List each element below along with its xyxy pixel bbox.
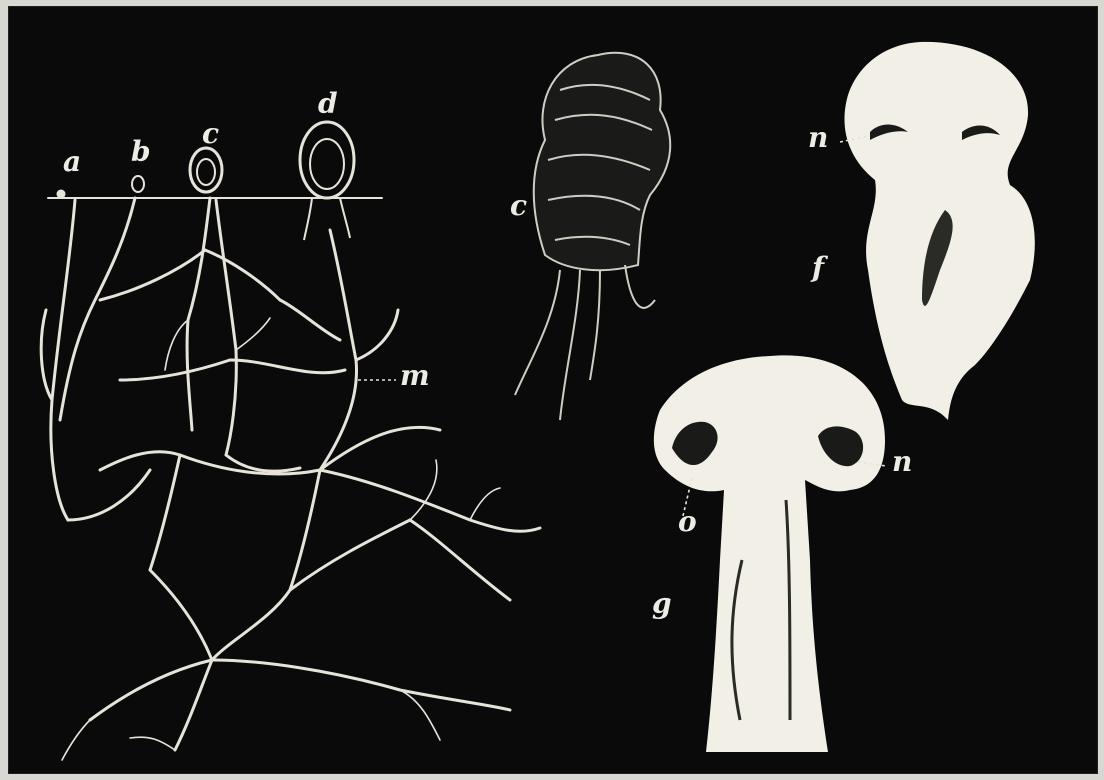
label-c-small: c (202, 120, 219, 148)
label-a: a (63, 148, 81, 176)
label-f: f (812, 254, 824, 282)
mushroom-f (844, 42, 1034, 420)
label-d: d (318, 90, 338, 118)
label-c-large: c (510, 192, 527, 220)
label-m: m (400, 362, 430, 390)
mushroom-g (654, 355, 885, 752)
label-n-lower: n (892, 448, 912, 476)
label-g: g (652, 590, 672, 618)
mycelium-network (41, 198, 540, 760)
young-fruiting-body (515, 53, 670, 420)
label-o: o (678, 508, 697, 536)
label-n-upper: n (808, 124, 828, 152)
label-b: b (131, 138, 151, 166)
